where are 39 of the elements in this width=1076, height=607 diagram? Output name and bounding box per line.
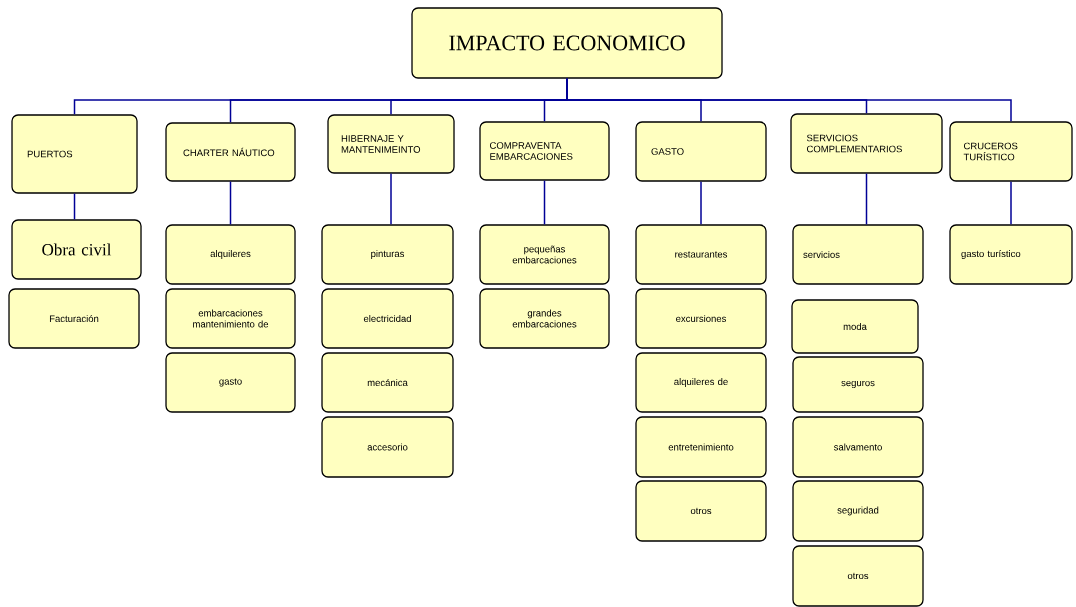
category-box: SERVICIOS COMPLEMENTARIOS bbox=[790, 113, 943, 174]
category-box: PUERTOS bbox=[11, 114, 138, 194]
item-box: entretenimiento bbox=[635, 416, 767, 478]
item-box: salvamento bbox=[792, 416, 924, 478]
item-box: grandes embarcaciones bbox=[479, 288, 610, 349]
item-box: pinturas bbox=[321, 224, 454, 285]
connector-line bbox=[566, 77, 1012, 123]
item-box: restaurantes bbox=[635, 224, 767, 285]
item-box: seguros bbox=[792, 356, 924, 413]
item-box: seguridad bbox=[792, 480, 924, 542]
item-box: mecánica bbox=[321, 352, 454, 413]
connector-line bbox=[543, 179, 546, 226]
connector-line bbox=[700, 180, 702, 226]
item-box: Facturación bbox=[8, 288, 140, 349]
item-box: gasto turístico bbox=[949, 224, 1073, 285]
category-box: COMPRAVENTA EMBARCACIONES bbox=[479, 121, 610, 181]
item-box: moda bbox=[791, 299, 919, 354]
item-box: embarcaciones mantenimiento de bbox=[165, 288, 296, 349]
item-box: servicios bbox=[792, 224, 924, 285]
connector-line bbox=[1010, 180, 1012, 226]
item-box: otros bbox=[792, 545, 924, 607]
category-box: CHARTER NÁUTICO bbox=[165, 122, 296, 182]
item-box: alquileres bbox=[165, 224, 296, 285]
item-box: gasto bbox=[165, 352, 296, 413]
item-box: pequeñas embarcaciones bbox=[479, 224, 610, 285]
title-box: IMPACTO ECONOMICO bbox=[411, 7, 723, 79]
connector-line bbox=[229, 180, 232, 226]
item-box: excursiones bbox=[635, 288, 767, 349]
item-box: electricidad bbox=[321, 288, 454, 349]
connector-line bbox=[73, 192, 76, 221]
category-box: HIBERNAJE Y MANTENIMEINTO bbox=[327, 114, 455, 174]
connector-line bbox=[865, 172, 868, 226]
category-box: CRUCEROS TURÍSTICO bbox=[949, 121, 1073, 182]
item-box: Obra civil bbox=[11, 219, 142, 280]
item-box: otros bbox=[635, 480, 767, 542]
category-box: GASTO bbox=[635, 121, 767, 182]
connector-line bbox=[390, 172, 392, 226]
item-box: alquileres de bbox=[635, 352, 767, 413]
item-box: accesorio bbox=[321, 416, 454, 478]
